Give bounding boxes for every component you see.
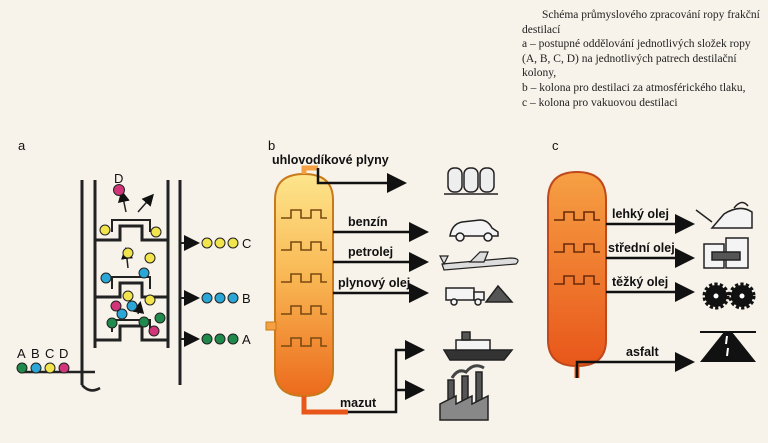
output-c bbox=[201, 237, 239, 249]
panel-a-molecules bbox=[99, 184, 166, 337]
product-mazut: mazut bbox=[340, 396, 377, 410]
factory-icon bbox=[439, 364, 489, 421]
feed-letter-c: C bbox=[45, 346, 54, 361]
caption-line-c: c – kolona pro vakuovou destilaci bbox=[522, 96, 678, 109]
panel-c-column bbox=[547, 170, 607, 378]
top-component-label: D bbox=[114, 171, 123, 186]
product-asfalt: asfalt bbox=[626, 345, 659, 359]
product-benzin: benzín bbox=[348, 215, 388, 229]
feed-letter-b: B bbox=[31, 346, 40, 361]
oil-can-icon bbox=[695, 201, 753, 229]
panel-c-label: c bbox=[552, 138, 559, 153]
product-petrolej: petrolej bbox=[348, 245, 393, 259]
output-b bbox=[201, 292, 239, 304]
road-icon bbox=[700, 331, 756, 362]
output-a bbox=[201, 333, 239, 345]
figure-caption: Schéma průmyslového zpracování ropy frak… bbox=[522, 8, 762, 110]
product-gases: uhlovodíkové plyny bbox=[272, 153, 389, 167]
output-a-label: A bbox=[242, 332, 251, 347]
product-stredni-olej: střední olej bbox=[608, 241, 675, 255]
caption-line-a: a – postupné oddělování jednotlivých slo… bbox=[522, 38, 751, 80]
oil-barrels-icon bbox=[703, 237, 749, 269]
product-tezky-olej: těžký olej bbox=[612, 275, 668, 289]
caption-line-b: b – kolona pro destilaci za atmosférické… bbox=[522, 81, 746, 94]
panel-c-arrows bbox=[575, 214, 695, 378]
output-c-label: C bbox=[242, 236, 251, 251]
feed-molecules bbox=[16, 362, 70, 374]
gas-tanks-icon bbox=[444, 167, 498, 195]
panel-b-label: b bbox=[268, 138, 275, 153]
caption-title: Schéma průmyslového zpracování ropy frak… bbox=[522, 9, 760, 36]
product-lehky-olej: lehký olej bbox=[612, 207, 669, 221]
panel-a-column bbox=[20, 180, 182, 392]
car-icon bbox=[449, 219, 499, 242]
output-b-label: B bbox=[242, 291, 251, 306]
ship-icon bbox=[442, 331, 514, 361]
panel-b-arrows bbox=[316, 168, 429, 414]
product-plynovy-olej: plynový olej bbox=[338, 276, 410, 290]
gears-icon bbox=[702, 282, 756, 310]
feed-letter-a: A bbox=[17, 346, 26, 361]
truck-icon bbox=[445, 284, 514, 306]
airplane-icon bbox=[439, 251, 519, 271]
panel-a-label: a bbox=[18, 138, 26, 153]
panel-b-column bbox=[265, 165, 348, 415]
feed-letter-d: D bbox=[59, 346, 68, 361]
